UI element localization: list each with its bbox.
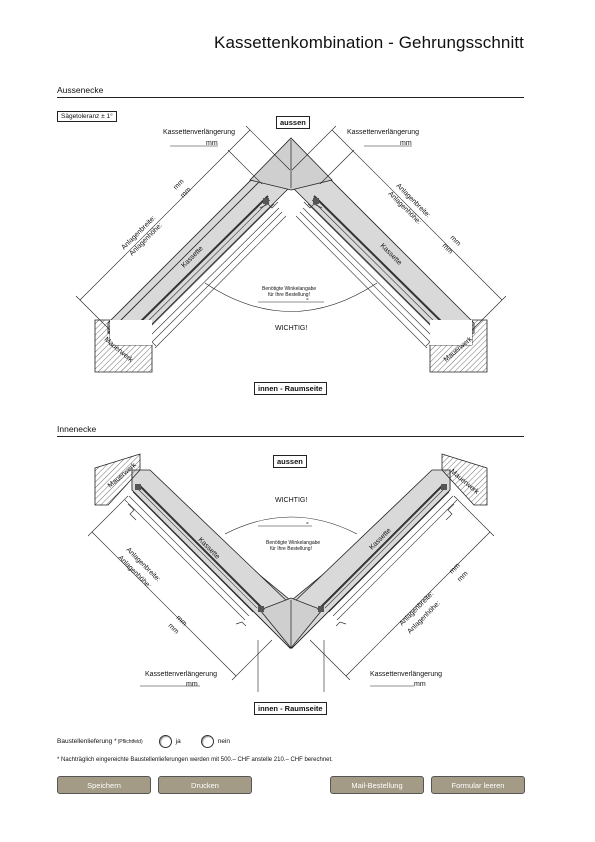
saw-tolerance-label: Sägetoleranz ± 1° [57, 111, 117, 122]
svg-text:°: ° [306, 297, 309, 305]
outer-aussen-label: aussen [276, 116, 310, 129]
outer-extension-right-label: Kassettenverlängerung [347, 129, 419, 136]
svg-text:mm: mm [167, 622, 180, 635]
mail-order-button[interactable]: Mail-Bestellung [330, 776, 424, 794]
page-title: Kassettenkombination - Gehrungsschnitt [214, 33, 524, 52]
section-inner-corner: Innenecke [57, 424, 524, 437]
delivery-no-label: nein [217, 738, 230, 745]
outer-innen-label: innen - Raumseite [254, 382, 327, 395]
outer-extension-left-mm: mm [206, 140, 218, 147]
section-outer-corner: Aussenecke [57, 85, 524, 98]
inner-angle-note-1: Benötigte Winkelangabe [266, 540, 320, 546]
outer-extension-right-mm: mm [400, 140, 412, 147]
outer-corner-drawing [75, 125, 507, 373]
inner-extension-right-label: Kassettenverlängerung [370, 671, 442, 678]
delivery-yes-label: ja [175, 738, 181, 745]
svg-text:mm: mm [448, 562, 461, 575]
outer-angle-note-2: für Ihre Bestellung! [268, 292, 310, 298]
inner-innen-label: innen - Raumseite [254, 702, 327, 715]
inner-right-wall [441, 453, 488, 506]
delivery-no-radio[interactable] [200, 735, 214, 748]
inner-aussen-label: aussen [273, 455, 307, 468]
print-button[interactable]: Drucken [158, 776, 252, 794]
clear-form-button[interactable]: Formular leeren [431, 776, 525, 794]
inner-extension-left-mm: mm [186, 681, 198, 688]
outer-extension-left-label: Kassettenverlängerung [163, 129, 235, 136]
inner-corner-drawing [87, 453, 495, 692]
delivery-row: Baustellenlieferung * (Pflichtfeld) ja n… [57, 735, 230, 748]
inner-extension-left-label: Kassettenverlängerung [145, 671, 217, 678]
save-button[interactable]: Speichern [57, 776, 151, 794]
outer-important-label: WICHTIG! [275, 325, 307, 332]
delivery-yes-radio[interactable] [158, 735, 172, 748]
svg-text:mm: mm [179, 186, 192, 199]
svg-text:mm: mm [449, 234, 462, 247]
svg-text:mm: mm [456, 570, 469, 583]
delivery-required-label: (Pflichtfeld) [117, 738, 143, 745]
inner-important-label: WICHTIG! [275, 497, 307, 504]
delivery-label: Baustellenlieferung * [57, 738, 117, 745]
svg-text:°: ° [306, 521, 309, 529]
inner-angle-note-2: für Ihre Bestellung! [270, 546, 312, 552]
inner-left-wall [94, 453, 141, 506]
inner-extension-right-mm: mm [414, 681, 426, 688]
delivery-note: * Nachträglich eingereichte Baustellenli… [57, 757, 333, 763]
svg-text:mm: mm [441, 242, 454, 255]
outer-angle-note-1: Benötigte Winkelangabe [262, 286, 316, 292]
